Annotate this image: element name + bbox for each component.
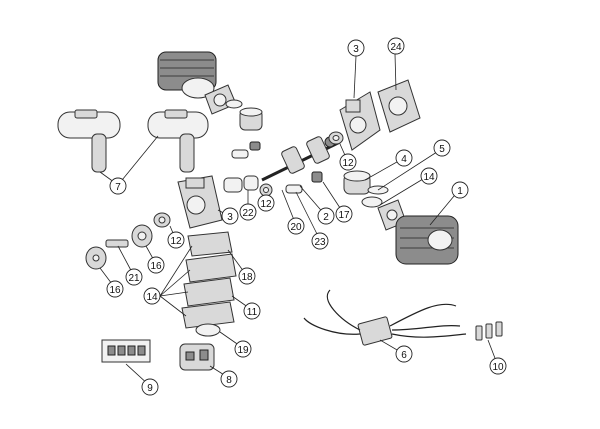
callout-label: 22 bbox=[242, 208, 254, 219]
bushings-center bbox=[223, 175, 273, 197]
callout-12-right: 12 bbox=[339, 153, 357, 171]
bearing-right bbox=[328, 131, 344, 145]
callout-label: 21 bbox=[128, 273, 140, 284]
callout-label: 24 bbox=[390, 42, 402, 53]
callout-label: 14 bbox=[423, 172, 435, 183]
piston-right bbox=[343, 170, 389, 208]
crankcase-right bbox=[339, 91, 381, 151]
callout-6: 6 bbox=[395, 345, 413, 363]
callout-label: 18 bbox=[241, 272, 253, 283]
callout-label: 12 bbox=[342, 158, 354, 169]
wrist-pins bbox=[231, 141, 323, 194]
callout-11: 11 bbox=[243, 302, 261, 320]
callout-label: 7 bbox=[115, 182, 121, 193]
callout-24: 24 bbox=[387, 37, 405, 55]
callout-5: 5 bbox=[433, 139, 451, 157]
callout-3-left: 3 bbox=[221, 207, 239, 225]
mount-plate bbox=[377, 79, 421, 133]
callout-label: 20 bbox=[290, 222, 302, 233]
callout-3-top: 3 bbox=[347, 39, 365, 57]
callout-label: 5 bbox=[439, 144, 445, 155]
callout-label: 3 bbox=[227, 212, 233, 223]
callout-label: 17 bbox=[338, 210, 350, 221]
callout-10: 10 bbox=[489, 357, 507, 375]
callout-label: 16 bbox=[150, 261, 162, 272]
callout-12-center: 12 bbox=[257, 194, 275, 212]
callout-label: 3 bbox=[353, 44, 359, 55]
callout-4: 4 bbox=[395, 149, 413, 167]
callout-23: 23 bbox=[311, 232, 329, 250]
muffler-right bbox=[147, 109, 209, 173]
bearing-left bbox=[153, 212, 171, 228]
callout-label: 14 bbox=[146, 292, 158, 303]
callout-21: 21 bbox=[125, 268, 143, 286]
intake-stack bbox=[181, 231, 237, 337]
callout-16-disc: 16 bbox=[106, 280, 124, 298]
callout-label: 6 bbox=[401, 350, 407, 361]
callout-2: 2 bbox=[317, 207, 335, 225]
callout-20: 20 bbox=[287, 217, 305, 235]
callout-22: 22 bbox=[239, 203, 257, 221]
cylinder-head-upper bbox=[157, 51, 217, 99]
muffler-left bbox=[57, 109, 121, 173]
callout-8: 8 bbox=[220, 370, 238, 388]
callout-label: 8 bbox=[226, 375, 232, 386]
callout-label: 1 bbox=[457, 186, 463, 197]
callout-19: 19 bbox=[234, 340, 252, 358]
callout-18: 18 bbox=[238, 267, 256, 285]
callout-label: 9 bbox=[147, 383, 153, 394]
piston-upper bbox=[225, 99, 263, 131]
callout-16-pulley: 16 bbox=[147, 256, 165, 274]
spark-plugs bbox=[475, 321, 503, 341]
callout-1: 1 bbox=[451, 181, 469, 199]
callout-label: 23 bbox=[314, 237, 326, 248]
callout-label: 12 bbox=[260, 199, 272, 210]
cylinder-lower bbox=[395, 215, 459, 265]
callout-label: 10 bbox=[492, 362, 504, 373]
carburetor bbox=[179, 343, 215, 371]
callout-label: 2 bbox=[323, 212, 329, 223]
callout-14-right: 14 bbox=[420, 167, 438, 185]
crankshaft bbox=[261, 136, 341, 182]
ignition-module bbox=[303, 289, 467, 346]
callout-14-left: 14 bbox=[143, 287, 161, 305]
callout-12-left: 12 bbox=[167, 231, 185, 249]
callout-9: 9 bbox=[141, 378, 159, 396]
callout-label: 11 bbox=[247, 307, 258, 318]
callout-label: 4 bbox=[401, 154, 407, 165]
callout-17: 17 bbox=[335, 205, 353, 223]
callout-7: 7 bbox=[109, 177, 127, 195]
callout-label: 19 bbox=[237, 345, 249, 356]
pulley bbox=[85, 224, 153, 270]
callout-label: 16 bbox=[109, 285, 121, 296]
caps-kit bbox=[101, 339, 151, 363]
callout-label: 12 bbox=[170, 236, 182, 247]
crankcase-left bbox=[177, 175, 223, 229]
